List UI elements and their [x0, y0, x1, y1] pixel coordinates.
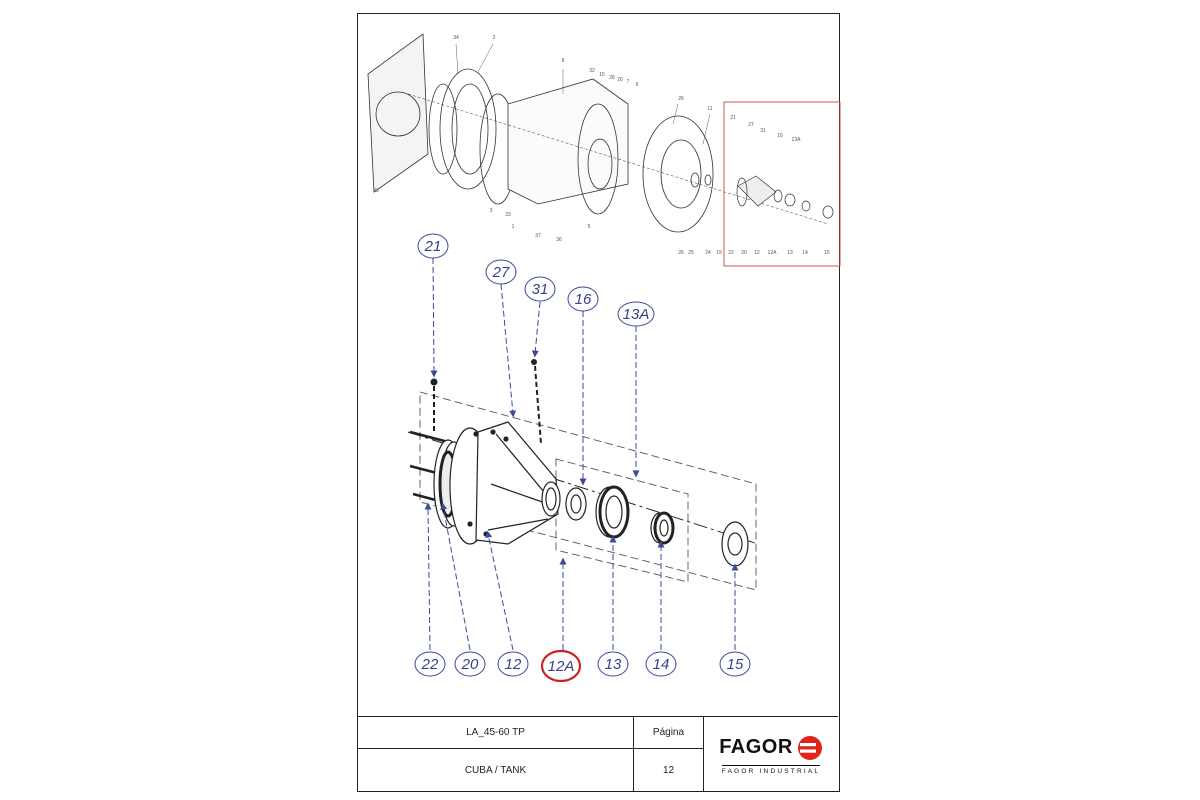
overview-detail-box	[723, 101, 841, 267]
callout-bubble	[524, 276, 556, 302]
ov-label: 36	[556, 237, 562, 243]
washer-16	[565, 487, 587, 521]
detail-dashed-envelope	[419, 391, 757, 591]
ov-label: 3	[490, 208, 493, 214]
overview-back-cover	[642, 115, 714, 233]
ov-label: 13A	[792, 137, 802, 143]
drawing-sheet: 34 2 8 32 15 28 20 7 9 26 11 21 27 31 16…	[357, 13, 841, 792]
ov-label: 22	[728, 250, 734, 256]
ov-label: 1	[512, 224, 515, 230]
callout-12: 12	[505, 656, 522, 673]
callout-13A: 13A	[623, 306, 650, 323]
bolt-21	[430, 378, 438, 434]
callout-31: 31	[532, 281, 549, 298]
ov-label: 12A	[768, 250, 778, 256]
callout-bubble	[597, 651, 629, 677]
callout-12A-highlight	[540, 649, 582, 683]
logo-subtext: FAGOR INDUSTRIAL	[721, 764, 821, 775]
exploded-view-drawing: 34 2 8 32 15 28 20 7 9 26 11 21 27 31 16…	[367, 33, 841, 683]
ov-label: 13	[787, 250, 793, 256]
hub-assembly	[409, 421, 561, 545]
logo-word: FAGOR	[719, 736, 793, 758]
callout-bubble	[617, 301, 655, 327]
ov-label: 26	[678, 250, 684, 256]
callout-12A: 12A	[548, 658, 575, 675]
ov-label: 9	[636, 82, 639, 88]
ov-label: 24	[705, 250, 711, 256]
title-block: LA_45-60 TP CUBA / TANK Página 12 FAGOR …	[358, 716, 838, 792]
overview-detail-mini	[736, 175, 834, 219]
callout-bubble	[417, 233, 449, 259]
ov-label: 8	[562, 58, 565, 64]
ov-label: 5	[588, 224, 591, 230]
page-label: Página	[652, 727, 685, 738]
detail-callout-labels: 21 27 31 16 13A 22 20 12 12A 13 14 15	[421, 238, 744, 675]
ov-label: 16	[777, 133, 783, 139]
callout-bubble	[454, 651, 486, 677]
model-cell: LA_45-60 TP	[358, 717, 634, 749]
bearing-14	[650, 511, 675, 545]
ov-label: 11	[707, 106, 712, 112]
bolt-31	[531, 359, 542, 445]
page-number-cell: 12	[634, 749, 704, 792]
callout-bubble	[497, 651, 529, 677]
callout-21: 21	[424, 238, 442, 255]
overview-labels: 34 2 8 32 15 28 20 7 9 26 11 21 27 31 16…	[373, 35, 830, 256]
callout-15: 15	[727, 656, 744, 673]
ov-label: 7	[627, 79, 630, 85]
ov-label: 31	[760, 128, 766, 134]
callout-22: 22	[421, 656, 439, 673]
ov-label: 34	[453, 35, 459, 41]
ov-label: 23	[373, 188, 379, 194]
callout-13: 13	[605, 656, 622, 673]
title-cell: CUBA / TANK	[358, 749, 634, 792]
ov-label: 28	[609, 75, 615, 81]
callout-bubble	[719, 651, 751, 677]
ov-label: 12	[754, 250, 760, 256]
callout-bubble	[485, 259, 517, 285]
callout-14: 14	[653, 656, 670, 673]
callout-27: 27	[492, 264, 510, 281]
leader-lines	[424, 257, 739, 651]
ov-label: 14	[802, 250, 808, 256]
callout-20: 20	[461, 656, 479, 673]
detail-callouts	[414, 233, 751, 677]
ov-label: 21	[730, 115, 736, 121]
callout-bubble	[567, 286, 599, 312]
ov-label: 27	[748, 122, 754, 128]
overview-drum	[507, 78, 629, 205]
fagor-logo: FAGOR FAGOR INDUSTRIAL	[704, 717, 838, 792]
overview-assembly	[367, 33, 829, 233]
seal-13	[595, 485, 630, 539]
washer-15	[721, 521, 749, 567]
callout-16: 16	[575, 291, 592, 308]
ov-label: 19	[716, 250, 722, 256]
fagor-mark-icon	[797, 735, 822, 760]
ov-label: 15	[824, 250, 830, 256]
ov-label: 33	[505, 212, 511, 218]
page-number: 12	[662, 765, 675, 776]
overview-frame-plate	[367, 33, 429, 193]
ov-label: 15	[599, 72, 605, 78]
ov-label: 37	[535, 233, 541, 239]
ov-label: 2	[493, 35, 496, 41]
callout-bubble	[645, 651, 677, 677]
page-label-cell: Página	[634, 717, 704, 749]
drawing-title: CUBA / TANK	[464, 765, 527, 776]
ov-label: 20	[617, 77, 623, 83]
ov-label: 20	[741, 250, 747, 256]
ov-label: 25	[688, 250, 694, 256]
callout-bubble	[414, 651, 446, 677]
ov-label: 32	[589, 68, 595, 74]
model-name: LA_45-60 TP	[466, 727, 525, 738]
ov-label: 26	[678, 96, 684, 102]
